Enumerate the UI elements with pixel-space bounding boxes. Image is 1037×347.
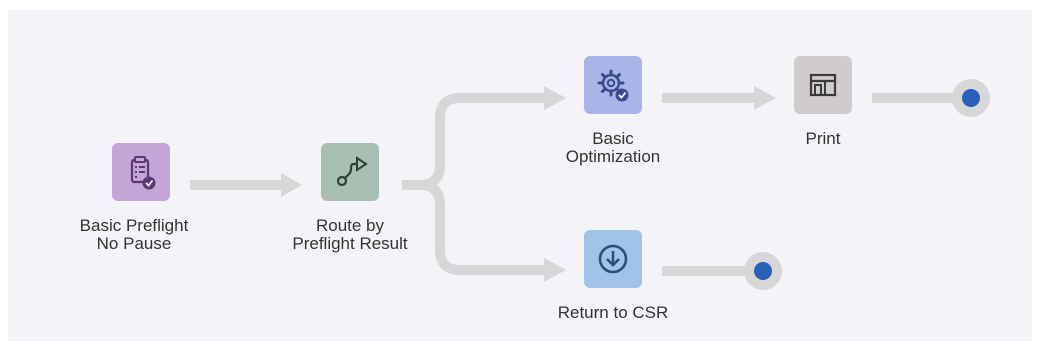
label-basic-preflight: Basic Preflight No Pause	[79, 216, 189, 253]
node-return-to-csr[interactable]	[584, 230, 642, 288]
printer-layout-icon	[809, 73, 837, 97]
clipboard-check-icon	[130, 156, 156, 190]
node-basic-optimization[interactable]	[584, 56, 642, 114]
node-basic-preflight[interactable]	[112, 143, 170, 201]
route-branch-icon	[336, 156, 368, 187]
workflow-canvas	[8, 10, 1032, 341]
label-route-by-preflight: Route by Preflight Result	[292, 216, 408, 253]
connector-route-branch	[402, 86, 566, 282]
gear-check-icon	[597, 69, 629, 102]
download-circle-icon	[598, 244, 628, 274]
label-return-to-csr: Return to CSR	[557, 303, 669, 322]
endpoint-return-to-csr[interactable]	[744, 252, 782, 290]
node-route-by-preflight[interactable]	[321, 143, 379, 201]
endpoint-print[interactable]	[952, 79, 990, 117]
connector-preflight-to-route	[190, 173, 302, 197]
label-basic-optimization: Basic Optimization	[565, 129, 661, 166]
connector-optimization-to-print	[662, 86, 776, 110]
node-print[interactable]	[794, 56, 852, 114]
label-print: Print	[805, 129, 841, 148]
